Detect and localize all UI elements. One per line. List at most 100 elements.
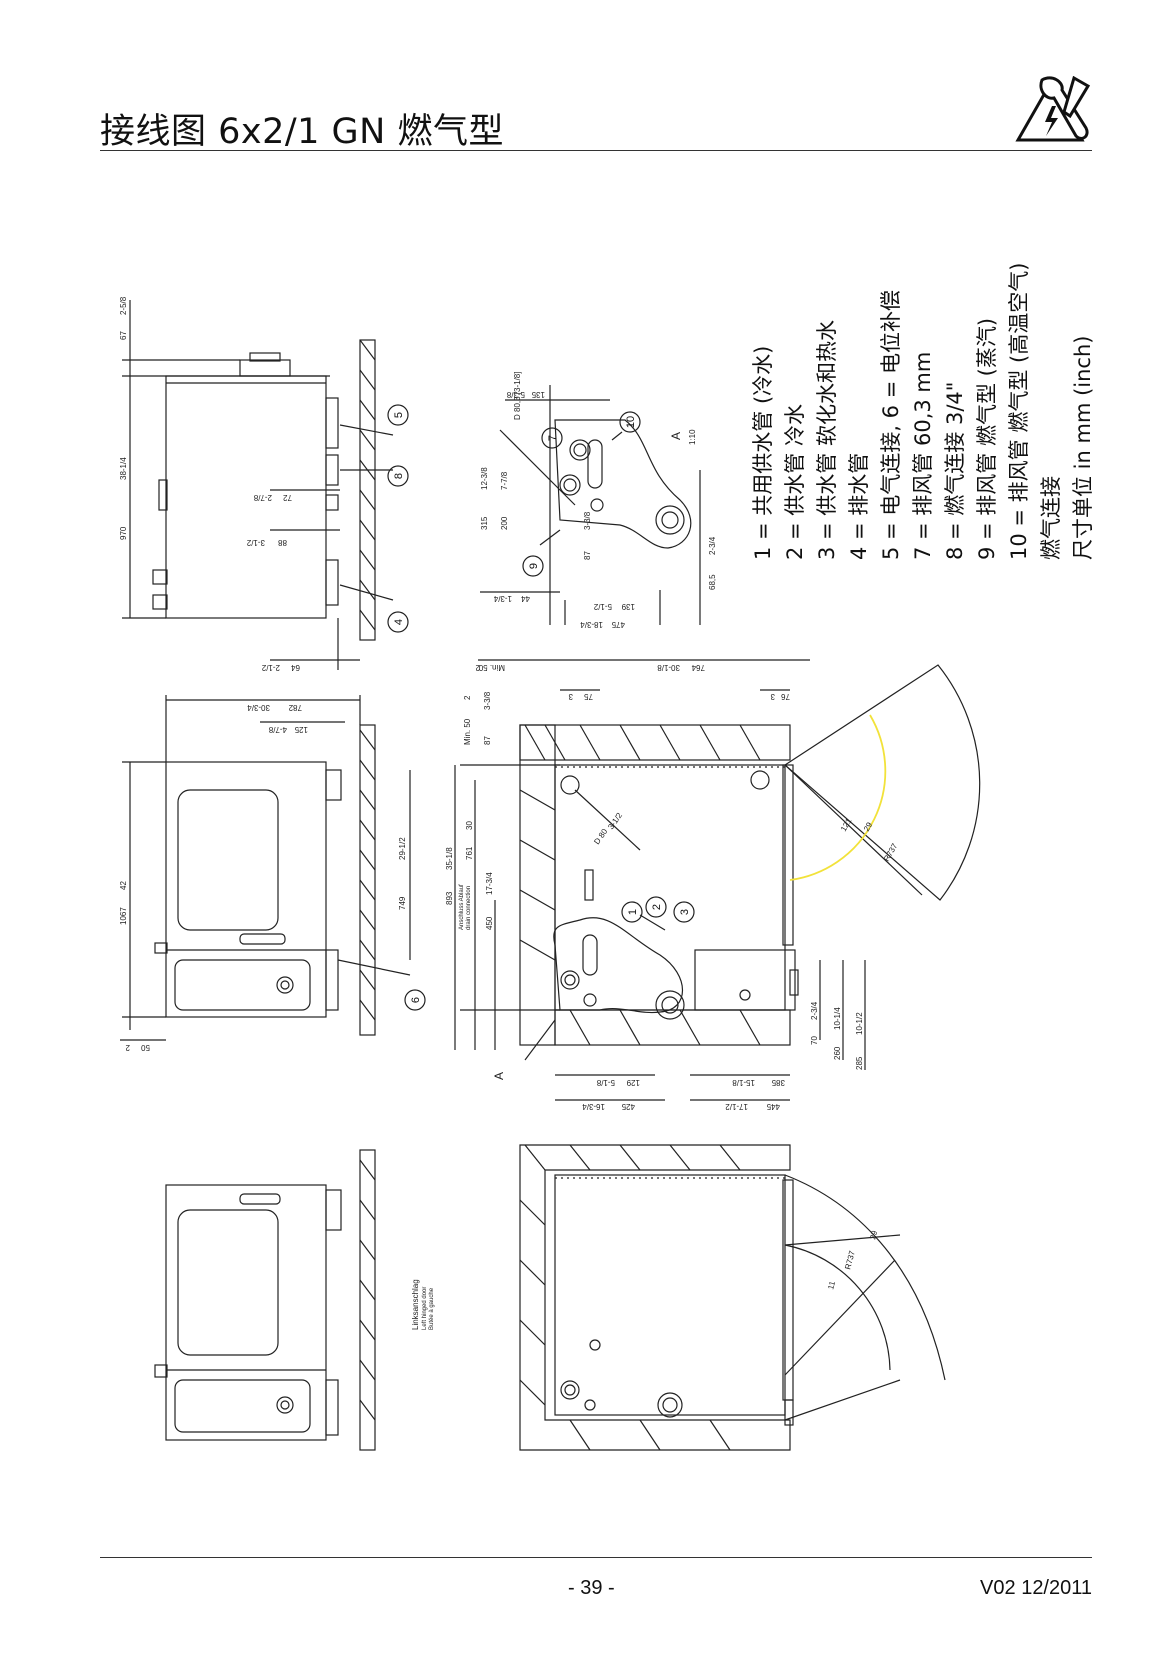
dim-label: 30-3/4 bbox=[247, 703, 270, 712]
dim-label: 50 bbox=[141, 1043, 150, 1052]
legend-item: 尺寸单位 in mm (inch) bbox=[1071, 335, 1095, 560]
callout-10: 10 bbox=[625, 416, 637, 428]
version-label: V02 12/2011 bbox=[980, 1577, 1092, 1599]
dim-label: 2 bbox=[463, 695, 472, 700]
dim-label: 11 bbox=[826, 1280, 837, 1291]
dim-label: 3-1/2 bbox=[246, 538, 265, 547]
plan-view bbox=[454, 659, 981, 1101]
dim-label: 450 bbox=[485, 916, 494, 930]
dim-label: 285 bbox=[855, 1056, 864, 1070]
dim-label: 76 bbox=[781, 692, 790, 701]
dim-label: 29 bbox=[868, 1229, 879, 1240]
page-number: - 39 - bbox=[568, 1577, 615, 1599]
dim-label: 2-7/8 bbox=[253, 493, 272, 502]
dim-label: 17-3/4 bbox=[485, 872, 494, 895]
dim-label: 75 bbox=[584, 692, 593, 701]
page-title: 接线图 6x2/1 GN 燃气型 bbox=[100, 112, 504, 152]
plan-label-a: A bbox=[492, 1072, 506, 1080]
dim-label: 17-1/2 bbox=[725, 1102, 748, 1111]
dim-label: 764 bbox=[691, 663, 705, 672]
detail-scale: 1:10 bbox=[688, 429, 697, 445]
legend: 1 = 共用供水管 (冷水) 2 = 供水管 冷水 3 = 供水管 软化水和热水… bbox=[747, 190, 1095, 560]
front-view-left-hinged bbox=[154, 1149, 376, 1451]
dim-label: 761 bbox=[465, 846, 474, 860]
legend-item: 9 = 排风管 燃气型 (蒸汽) bbox=[975, 317, 999, 560]
dim-label: 1067 bbox=[119, 907, 128, 925]
dim-label: R737 bbox=[843, 1249, 857, 1270]
dim-label: 4-7/8 bbox=[268, 725, 287, 734]
dim-label: 88 bbox=[278, 538, 287, 547]
dim-label: 68,5 bbox=[708, 574, 717, 590]
dim-label: 38-1/4 bbox=[119, 457, 128, 480]
plan-view-left-hinged bbox=[519, 1144, 946, 1451]
detail-label-a: A bbox=[669, 432, 683, 440]
tools-electrical-warning-icon bbox=[1015, 76, 1091, 142]
dim-label: 200 bbox=[500, 516, 509, 530]
callout-4: 4 bbox=[393, 619, 405, 625]
dim-label: 893 bbox=[445, 891, 454, 905]
dim-label: 7-7/8 bbox=[500, 471, 509, 490]
callout-2: 2 bbox=[651, 904, 663, 910]
dim-label: 16-3/4 bbox=[582, 1102, 605, 1111]
callout-8: 8 bbox=[393, 473, 405, 479]
dim-label: 3 bbox=[770, 692, 775, 701]
dim-label: 12-3/8 bbox=[480, 467, 489, 490]
dim-label: 70 bbox=[810, 1036, 819, 1045]
dim-label: 5-1/8 bbox=[596, 1078, 615, 1087]
legend-item: 2 = 供水管 冷水 bbox=[783, 404, 807, 560]
plan-note: Anschluss Ablauf bbox=[459, 884, 465, 930]
legend-item: 1 = 共用供水管 (冷水) bbox=[751, 345, 775, 560]
legend-item: 5 = 电气连接, 6 = 电位补偿 bbox=[879, 290, 903, 560]
dim-label: 3-1/2 bbox=[606, 811, 624, 832]
dim-label: 67 bbox=[119, 331, 128, 340]
dim-label: 139 bbox=[621, 602, 635, 611]
dim-label: 64 bbox=[291, 663, 300, 672]
front-view bbox=[120, 695, 426, 1041]
dim-label: 30 bbox=[465, 821, 474, 830]
dim-label: Min. 50 bbox=[463, 718, 472, 745]
dim-label: 315 bbox=[480, 516, 489, 530]
dim-label: 475 bbox=[611, 620, 625, 629]
dim-label: 749 bbox=[398, 896, 407, 910]
dim-label: 30-1/8 bbox=[657, 663, 680, 672]
footer-rule bbox=[100, 1557, 1092, 1558]
dim-label: 5-1/2 bbox=[593, 602, 612, 611]
legend-item: 7 = 排风管 60,3 mm bbox=[911, 351, 935, 560]
dim-label: 970 bbox=[119, 526, 128, 540]
side-view bbox=[122, 300, 409, 670]
dim-label: 2 bbox=[125, 1043, 130, 1052]
callout-3: 3 bbox=[679, 909, 691, 915]
dim-label: D 80,3 [3-1/8] bbox=[513, 372, 522, 420]
dim-label: 385 bbox=[771, 1078, 785, 1087]
dim-label: 44 bbox=[521, 594, 530, 603]
dim-label: 29-1/2 bbox=[398, 837, 407, 860]
dim-label: 425 bbox=[621, 1102, 635, 1111]
legend-item: 3 = 供水管 软化水和热水 bbox=[815, 320, 839, 560]
legend-item: 10 = 排风管 燃气型 (高温空气) bbox=[1007, 262, 1031, 560]
legend-item: 4 = 排水管 bbox=[847, 452, 871, 560]
plan-note: drain connection bbox=[466, 886, 472, 930]
header-rule bbox=[100, 150, 1092, 151]
dim-label: 782 bbox=[288, 703, 302, 712]
dim-label: R737 bbox=[882, 841, 900, 863]
dim-label: 10-1/4 bbox=[833, 1007, 842, 1030]
dim-label: 72 bbox=[283, 493, 292, 502]
dim-label: D 80 bbox=[592, 827, 609, 846]
dim-label: 87 bbox=[483, 736, 492, 745]
dim-label: 42 bbox=[119, 881, 128, 890]
dim-label: 2 bbox=[475, 663, 480, 672]
lower-note: Butée à gauche bbox=[429, 1287, 435, 1330]
dim-label: 125 bbox=[294, 725, 308, 734]
dim-label: 3 bbox=[568, 692, 573, 701]
dim-label: 87 bbox=[583, 551, 592, 560]
dim-label: 2-5/8 bbox=[119, 296, 128, 315]
dim-label: 445 bbox=[766, 1102, 780, 1111]
dim-label: 260 bbox=[833, 1046, 842, 1060]
detail-a-view bbox=[480, 385, 701, 625]
lower-note: Linksanschlag bbox=[411, 1279, 420, 1330]
dim-label: 5-3/8 bbox=[506, 390, 525, 399]
dim-label: 129 bbox=[626, 1078, 640, 1087]
dim-label: 3-3/8 bbox=[483, 691, 492, 710]
dim-label: Min. 50 bbox=[478, 663, 505, 672]
